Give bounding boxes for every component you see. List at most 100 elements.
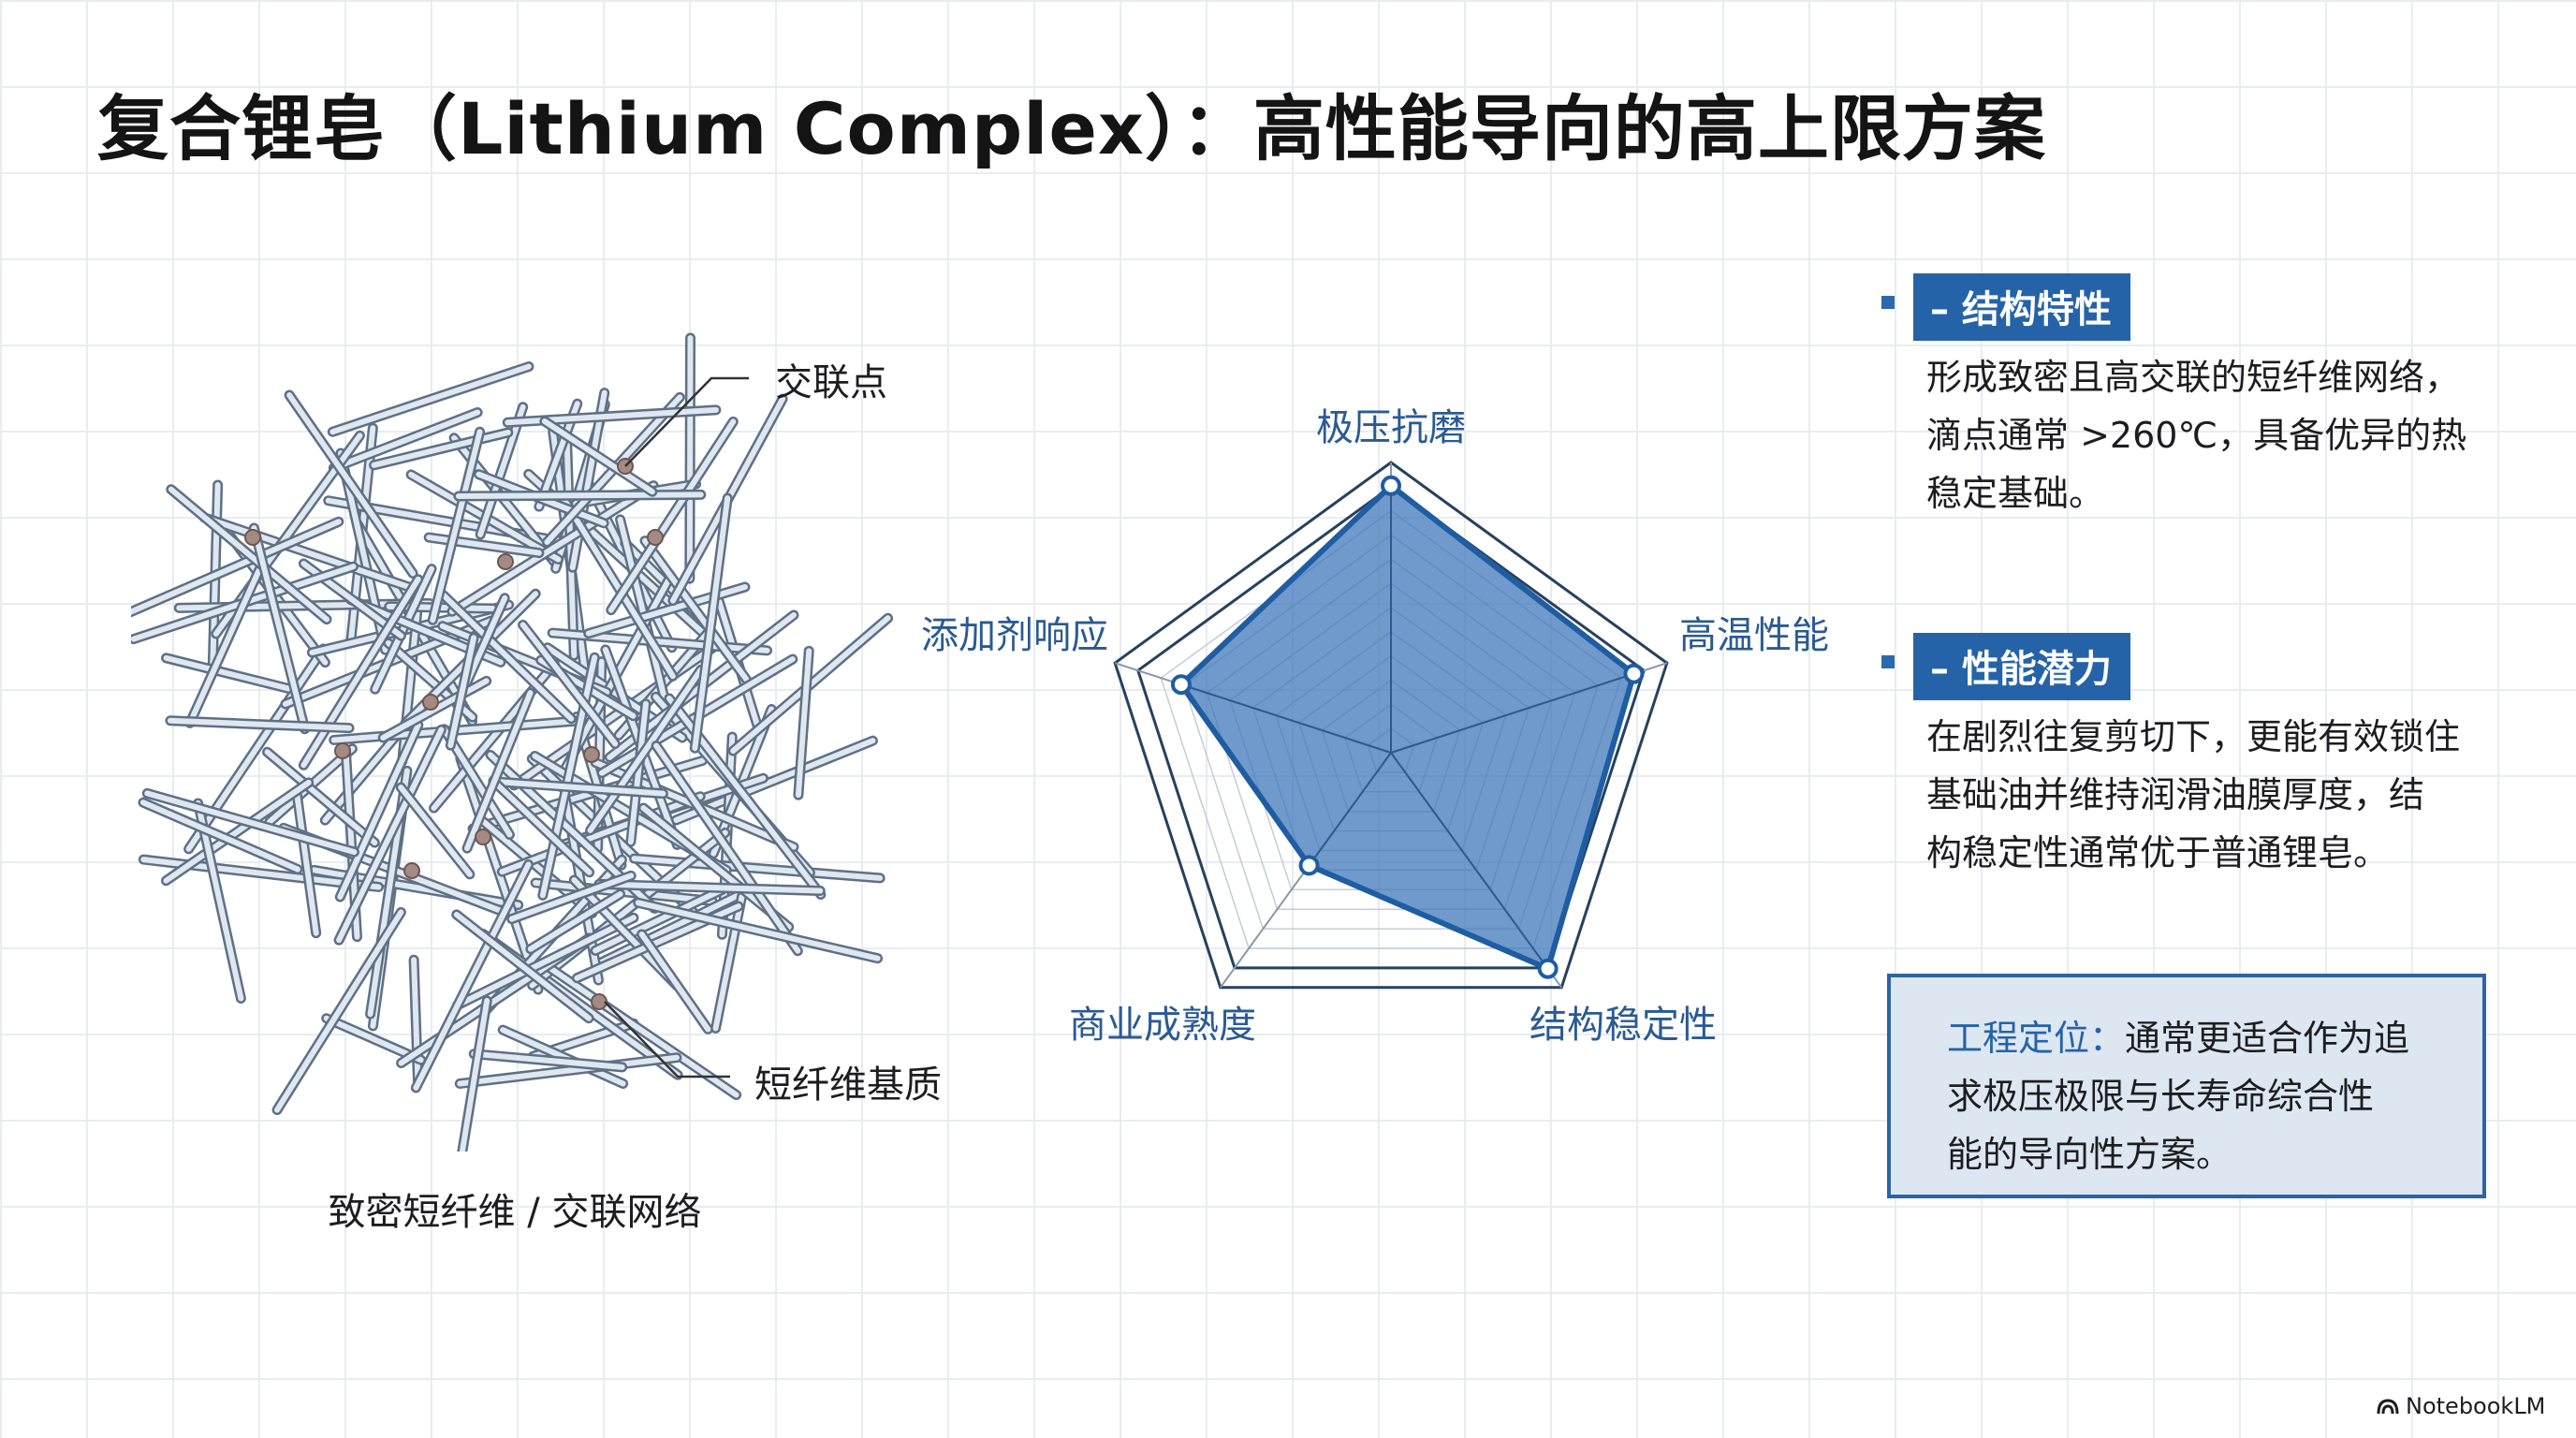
- fiber-strand: [453, 911, 593, 1021]
- radar-inner-spoke: [1180, 683, 1392, 754]
- fiber-strand: [653, 742, 801, 954]
- crosslink-node: [647, 529, 664, 546]
- notebooklm-logo-icon: [2377, 1399, 2399, 1415]
- fiber-strand: [167, 717, 353, 731]
- fiber-strand: [692, 495, 731, 752]
- radar-value-area: [1178, 482, 1637, 972]
- engineering-positioning-callout: 工程定位：通常更适合作为追 求极压极限与长寿命综合性 能的导向性方案。: [1887, 974, 2486, 1198]
- fiber-strand: [471, 1050, 625, 1070]
- crosslink-node: [497, 553, 514, 570]
- page-title: 复合锂皂（Lithium Complex）：高性能导向的高上限方案: [97, 87, 2046, 170]
- structure-line: 稳定基础。: [1926, 473, 2105, 514]
- fiber-strand: [477, 404, 526, 537]
- fiber-strand: [542, 961, 739, 1098]
- structure-line: 滴点通常 >260℃，具备优异的热: [1926, 415, 2467, 456]
- fiber-strand: [607, 418, 737, 613]
- fiber-strand: [440, 592, 575, 722]
- fiber-strand: [294, 792, 319, 936]
- fiber-strand: [454, 915, 637, 1008]
- fiber-strand: [168, 486, 330, 623]
- radar-value-point: [1298, 855, 1320, 876]
- fiber-strand: [638, 931, 711, 1033]
- performance-section-tag: – 性能潜力: [1913, 633, 2130, 700]
- fiber-strand: [470, 757, 706, 832]
- radar-axis-label-high-temp: 高温性能: [1679, 614, 1829, 657]
- fiber-strand: [251, 524, 308, 732]
- fiber-strand: [593, 888, 752, 968]
- fiber-strand: [508, 873, 635, 922]
- fiber-strand: [163, 779, 312, 884]
- callout-text: 能的导向性方案。: [1947, 1134, 2232, 1175]
- radar-grid-ring: [1113, 461, 1669, 990]
- fiber-strand: [527, 891, 623, 952]
- crosslink-node: [403, 862, 420, 879]
- fiber-strand: [491, 778, 666, 797]
- fiber-strand: [430, 429, 483, 624]
- radar-axis-label-extreme-pressure: 极压抗磨: [1316, 406, 1466, 449]
- fiber-strand: [300, 576, 421, 769]
- radar-axis-label-commercial-maturity: 商业成熟度: [1069, 1004, 1256, 1047]
- fiber-strand: [163, 654, 292, 692]
- radar-chart: [1113, 461, 1669, 990]
- crosslink-node: [475, 829, 491, 845]
- fiber-strand: [139, 800, 300, 873]
- fiber-strand: [520, 622, 619, 747]
- fiber-strand: [336, 726, 445, 944]
- matrix-label: 短纤维基质: [754, 1064, 942, 1107]
- fiber-strand: [455, 492, 704, 499]
- performance-line: 在剧烈往复剪切下，更能有效锁住: [1926, 716, 2461, 757]
- callout-key: 工程定位：: [1947, 1018, 2126, 1059]
- fiber-strand: [201, 514, 418, 593]
- fiber-strand: [286, 392, 417, 577]
- fiber-strand: [274, 909, 404, 1113]
- brand-name: NotebookLM: [2406, 1393, 2546, 1419]
- radar-grid-ring: [1135, 484, 1647, 970]
- fiber-strand: [195, 800, 244, 1002]
- radar-value-point: [1623, 663, 1645, 684]
- fiber-strand: [447, 635, 477, 749]
- section-bullet-icon: [1881, 296, 1895, 309]
- fiber-strand: [490, 778, 593, 875]
- callout-text: 通常更适合作为追: [2125, 1018, 2410, 1059]
- fiber-strand: [329, 363, 532, 435]
- fiber-strand: [635, 900, 881, 961]
- fiber-strand: [264, 749, 378, 846]
- fiber-strand: [426, 535, 542, 556]
- crosslink-node: [583, 746, 600, 763]
- performance-line: 基础油并维持润滑油膜厚度，结: [1926, 774, 2425, 815]
- crosslink-node: [591, 993, 607, 1010]
- fiber-strand: [795, 648, 812, 799]
- crosslink-node: [334, 742, 351, 759]
- fiber-strand: [627, 700, 649, 845]
- structure-section-tag: – 结构特性: [1913, 273, 2130, 341]
- fiber-strand: [372, 565, 435, 693]
- fiber-strand: [560, 494, 676, 680]
- brand-watermark: NotebookLM: [2376, 1393, 2545, 1419]
- fiber-strand: [686, 334, 694, 582]
- fiber-strand: [587, 667, 704, 833]
- fiber-network-illustration: [131, 332, 894, 1152]
- radar-value-point: [1381, 475, 1401, 496]
- fiber-strand: [398, 785, 473, 877]
- illustration-caption: 致密短纤维 / 交联网络: [328, 1191, 702, 1234]
- radar-inner-spoke: [1390, 672, 1634, 754]
- callout-text: 求极压极限与长寿命综合性: [1947, 1076, 2375, 1117]
- radar-axis-label-structural-stability: 结构稳定性: [1530, 1004, 1717, 1047]
- performance-line: 构稳定性通常优于普通锂皂。: [1926, 832, 2390, 873]
- radar-inner-spoke: [1390, 752, 1549, 970]
- fiber-strand: [641, 537, 750, 682]
- fiber-strand: [631, 856, 884, 881]
- fiber-strand: [457, 1054, 680, 1087]
- fiber-strand: [330, 409, 481, 471]
- radar-inner-spoke: [1308, 752, 1392, 866]
- fiber-strand: [539, 654, 598, 899]
- fiber-strand: [186, 567, 262, 726]
- fiber-strand: [323, 1015, 424, 1064]
- section-bullet-icon: [1881, 655, 1895, 668]
- fiber-strand: [448, 482, 657, 615]
- structure-line: 形成致密且高交联的短纤维网络，: [1926, 357, 2461, 398]
- fiber-strand: [144, 790, 358, 856]
- fiber-strand: [131, 519, 342, 615]
- fiber-strand: [371, 429, 511, 468]
- matrix-leader-line: [604, 1001, 730, 1078]
